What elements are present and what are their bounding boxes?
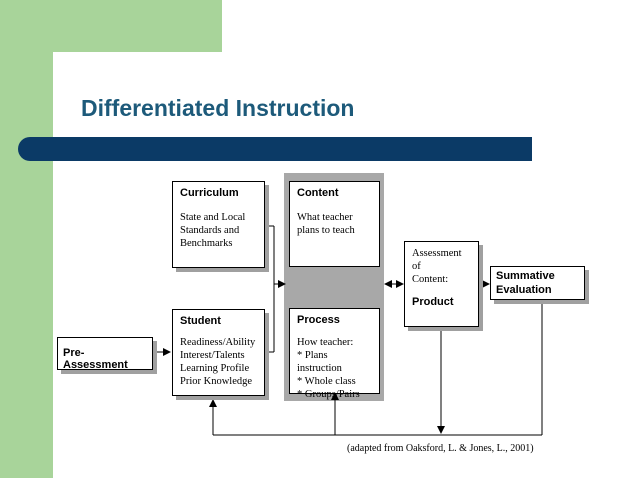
student-box: Student Readiness/Ability Interest/Talen… xyxy=(172,309,265,396)
product-heading: Product xyxy=(412,296,454,308)
process-heading: Process xyxy=(297,314,340,326)
curriculum-heading: Curriculum xyxy=(180,187,239,199)
summative-line: Evaluation xyxy=(496,284,552,296)
student-heading: Student xyxy=(180,315,221,327)
process-line: * Whole class xyxy=(297,376,356,387)
curriculum-line: Benchmarks xyxy=(180,238,233,249)
content-line: What teacher xyxy=(297,212,353,223)
green-side-accent xyxy=(0,0,53,478)
student-line: Prior Knowledge xyxy=(180,376,253,387)
product-line: Assessment of xyxy=(412,248,462,272)
curriculum-line: Standards and xyxy=(180,225,240,236)
process-line: * Groups/Pairs xyxy=(297,389,360,400)
slide-title: Differentiated Instruction xyxy=(81,95,355,121)
curriculum-line: State and Local xyxy=(180,212,246,223)
student-line: Learning Profile xyxy=(180,363,250,374)
process-box: Process How teacher: * Plans instruction… xyxy=(289,308,380,400)
process-line: How teacher: xyxy=(297,337,354,348)
title-underline-bar xyxy=(18,137,532,161)
source-credit: (adapted from Oaksford, L. & Jones, L., … xyxy=(347,443,534,454)
pre-assessment-heading: Pre-Assessment xyxy=(63,347,128,371)
student-line: Readiness/Ability xyxy=(180,337,256,348)
content-box: Content What teacher plans to teach xyxy=(289,181,380,267)
process-line: * Plans instruction xyxy=(297,350,342,374)
product-line: Content: xyxy=(412,274,449,285)
summative-line: Summative xyxy=(496,270,555,282)
content-heading: Content xyxy=(297,187,339,199)
summative-evaluation-box: Summative Evaluation xyxy=(490,266,585,300)
product-box: Assessment of Content: Product xyxy=(404,241,479,327)
student-line: Interest/Talents xyxy=(180,350,245,361)
content-line: plans to teach xyxy=(297,225,355,236)
curriculum-box: Curriculum State and Local Standards and… xyxy=(172,181,265,268)
pre-assessment-box: Pre-Assessment xyxy=(57,337,153,371)
